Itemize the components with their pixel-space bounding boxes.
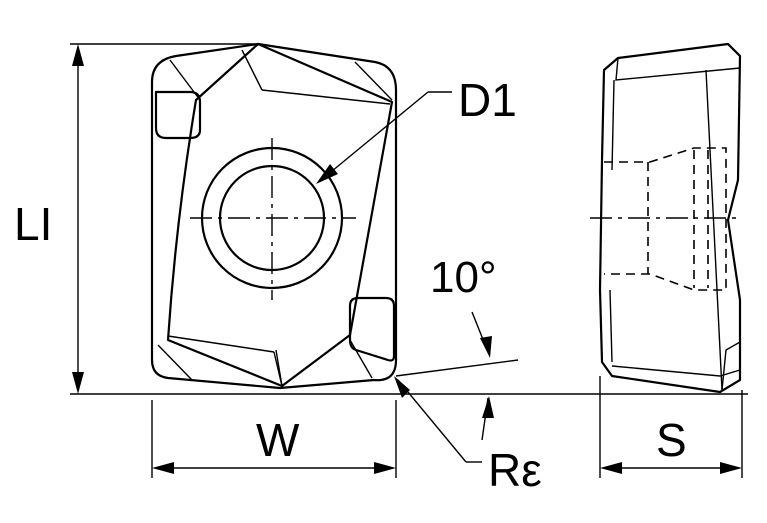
dimension-li: LI xyxy=(14,43,748,395)
side-edge-line xyxy=(705,69,723,391)
front-view xyxy=(150,42,398,390)
corner-pad-bottom-right xyxy=(348,296,396,362)
label-d1: D1 xyxy=(458,74,517,126)
chamfer-line xyxy=(167,335,275,353)
dimension-re: Rε xyxy=(394,376,542,496)
chamfer-line xyxy=(241,49,263,91)
dimension-d1: D1 xyxy=(316,74,517,184)
side-edge-line xyxy=(721,341,741,391)
dimension-w: W xyxy=(151,400,397,478)
insert-outline xyxy=(150,42,398,390)
hidden-hole-line xyxy=(604,147,727,291)
corner-pad-top-left xyxy=(154,90,202,140)
chamfer-line xyxy=(354,61,393,101)
chamfer-line xyxy=(275,349,283,387)
side-edge-line xyxy=(611,79,615,171)
side-edge-line xyxy=(611,365,741,377)
label-s: S xyxy=(656,414,687,466)
side-edge-line xyxy=(615,57,741,81)
label-re: Rε xyxy=(488,444,542,496)
chamfer-line xyxy=(349,339,373,379)
label-w: W xyxy=(256,414,300,466)
side-edge-line xyxy=(609,289,613,363)
dimension-angle: 10° xyxy=(395,253,519,441)
chamfer-line xyxy=(261,89,391,105)
label-li: LI xyxy=(14,198,52,250)
label-angle: 10° xyxy=(430,253,497,302)
side-outline xyxy=(598,42,742,394)
side-view xyxy=(590,42,742,394)
dimension-s: S xyxy=(599,376,743,478)
chamfer-line xyxy=(157,344,193,381)
rake-face xyxy=(166,42,394,388)
